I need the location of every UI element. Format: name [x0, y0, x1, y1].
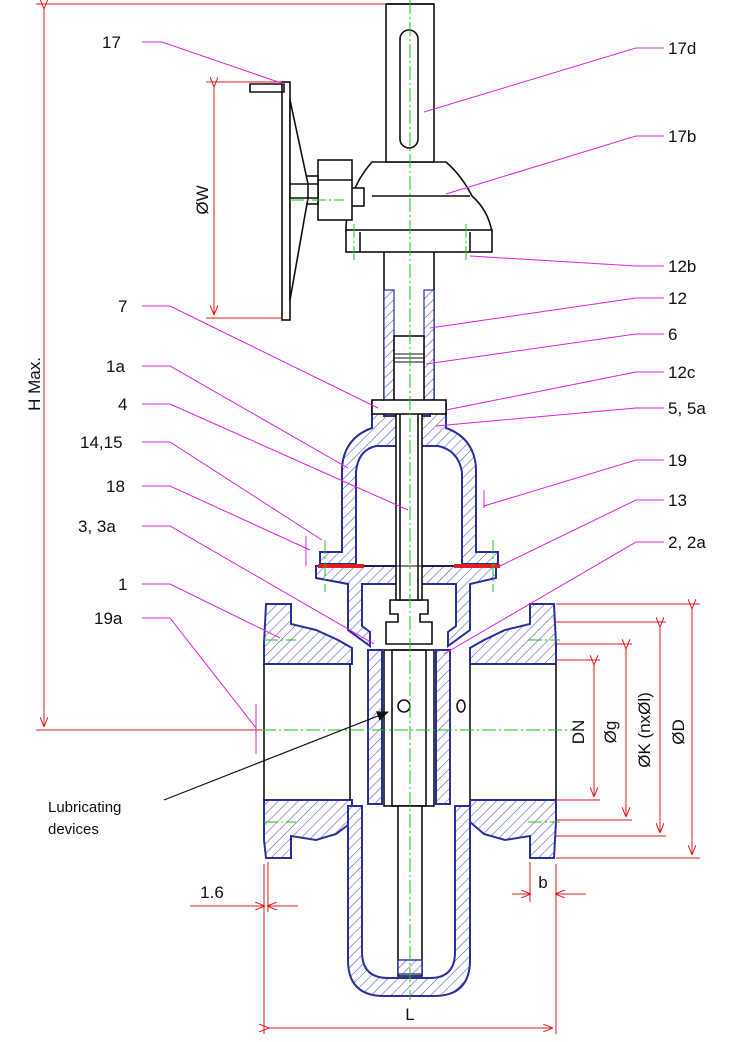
centerlines: [240, 0, 582, 1000]
callout-4: 4: [118, 395, 127, 414]
callout-12b: 12b: [668, 257, 696, 276]
leader-lines: [142, 41, 664, 754]
callout-17: 17: [102, 33, 121, 52]
note-line-2: devices: [48, 821, 99, 838]
callout-3-3a: 3, 3a: [78, 517, 116, 536]
dim-flange-od-label: ØD: [669, 719, 688, 745]
callout-1a: 1a: [106, 357, 125, 376]
callout-1: 1: [118, 575, 127, 594]
callout-18: 18: [106, 477, 125, 496]
dim-handwheel-label: ØW: [193, 185, 212, 214]
callouts-right: 17d 17b 12b 12 6 12c 5, 5a 19 13 2, 2a: [668, 39, 706, 552]
callout-13: 13: [668, 491, 687, 510]
dim-dn-label: DN: [569, 720, 588, 745]
callout-2-2a: 2, 2a: [668, 533, 706, 552]
dim-bore-label: Øg: [601, 721, 620, 744]
gasket: [318, 564, 500, 568]
callout-6: 6: [668, 325, 677, 344]
callout-14-15: 14,15: [80, 433, 123, 452]
handwheel: [249, 81, 318, 321]
gearbox: [293, 159, 493, 253]
lubrication-leader: [163, 711, 389, 801]
callout-17b: 17b: [668, 127, 696, 146]
dimension-labels: H Max. ØW DN Øg ØK (nxØl) ØD L b 1.6: [25, 185, 688, 1024]
callout-19a: 19a: [94, 609, 123, 628]
dim-flange-thickness-label: b: [538, 873, 547, 892]
callout-12: 12: [668, 289, 687, 308]
callout-17d: 17d: [668, 39, 696, 58]
callout-19: 19: [668, 451, 687, 470]
bore-outline: [263, 664, 557, 800]
dim-length-label: L: [405, 1005, 414, 1024]
dimension-lines: [36, 4, 700, 1034]
lubrication-note: Lubricating devices: [48, 799, 121, 838]
callouts-left: 17 7 1a 4 14,15 18 3, 3a 1 19a: [78, 33, 127, 628]
dim-height-label: H Max.: [25, 357, 44, 411]
note-line-1: Lubricating: [48, 799, 121, 816]
callout-7: 7: [118, 297, 127, 316]
yoke-tube: [371, 249, 447, 415]
dim-raised-face-label: 1.6: [200, 883, 224, 902]
callout-5-5a: 5, 5a: [668, 399, 706, 418]
valve-body: [263, 401, 557, 997]
callout-12c: 12c: [668, 363, 696, 382]
dim-bolt-circle-label: ØK (nxØl): [635, 692, 654, 768]
